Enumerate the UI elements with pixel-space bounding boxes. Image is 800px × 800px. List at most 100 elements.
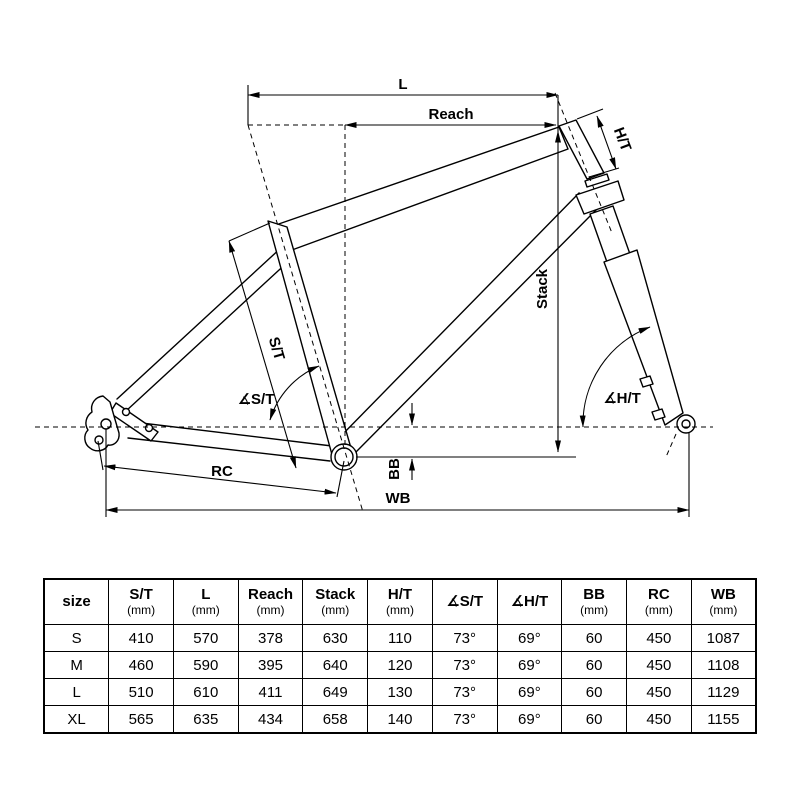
cell: 60 xyxy=(561,651,627,679)
col-header-bb: BB(mm) xyxy=(561,578,627,625)
cell-size: L xyxy=(43,678,110,706)
cell: 450 xyxy=(625,624,692,652)
headset-spacer xyxy=(584,173,610,188)
col-header-wb: WB(mm) xyxy=(690,578,757,625)
col-header-stack: Stack(mm) xyxy=(302,578,369,625)
cell: 565 xyxy=(108,705,174,734)
construction-lines xyxy=(35,92,713,513)
cell-size: XL xyxy=(43,705,110,734)
cell: 460 xyxy=(108,651,174,679)
cell: 1108 xyxy=(690,651,757,679)
label-stack: Stack xyxy=(534,268,551,309)
fork-axis-stub xyxy=(665,433,677,458)
cell: 73° xyxy=(431,624,498,652)
cell: 450 xyxy=(625,705,692,734)
table-row-xl: XL 565 635 434 658 140 73° 69° 60 450 11… xyxy=(43,705,757,734)
cell: 69° xyxy=(496,651,563,679)
cell: 450 xyxy=(625,651,692,679)
cell: 640 xyxy=(302,651,369,679)
table-row-s: S 410 570 378 630 110 73° 69° 60 450 108… xyxy=(43,624,757,652)
cell: 658 xyxy=(302,705,369,734)
label-seat-tube-angle: ∡S/T xyxy=(238,391,275,408)
label-head-tube: H/T xyxy=(610,125,635,154)
col-header-rc: RC(mm) xyxy=(625,578,692,625)
col-header-seat-angle: ∡S/T xyxy=(431,578,498,625)
cell: 630 xyxy=(302,624,369,652)
plate-bolt xyxy=(144,423,154,433)
top-tube xyxy=(269,126,569,255)
steering-axis xyxy=(554,92,613,234)
col-header-head-angle: ∡H/T xyxy=(496,578,563,625)
cell: 73° xyxy=(431,651,498,679)
down-tube xyxy=(336,192,601,453)
geometry-table: size S/T(mm) L(mm) Reach(mm) Stack(mm) H… xyxy=(43,578,757,734)
seat-tube-axis xyxy=(247,124,364,513)
cell: 60 xyxy=(561,624,627,652)
cell: 130 xyxy=(367,678,433,706)
cell: 60 xyxy=(561,678,627,706)
cell: 1129 xyxy=(690,678,757,706)
cell: 510 xyxy=(108,678,174,706)
dimension-labels: L Reach H/T Stack S/T ∡S/T ∡H/T BB RC WB xyxy=(211,76,641,507)
dim-st-extension xyxy=(228,222,271,242)
cell: 378 xyxy=(237,624,304,652)
col-header-size: size xyxy=(43,578,110,625)
dim-ht-extension xyxy=(588,167,620,178)
cell: 1087 xyxy=(690,624,757,652)
table-row-l: L 510 610 411 649 130 73° 69° 60 450 112… xyxy=(43,678,757,706)
label-wheelbase: WB xyxy=(386,490,411,507)
cell: 73° xyxy=(431,705,498,734)
label-rear-center: RC xyxy=(211,463,233,480)
cell: 69° xyxy=(496,678,563,706)
cell: 60 xyxy=(561,705,627,734)
fork-crown xyxy=(575,180,625,215)
cell: 450 xyxy=(625,678,692,706)
dim-rc xyxy=(103,464,337,495)
col-header-l: L(mm) xyxy=(172,578,239,625)
cell: 110 xyxy=(367,624,433,652)
brake-mount-tab xyxy=(651,408,666,421)
dim-ht xyxy=(596,115,617,170)
plate-bolt xyxy=(121,407,131,417)
arc-seat-angle xyxy=(269,365,320,421)
label-bb-drop: BB xyxy=(386,458,403,480)
dim-rc-extension xyxy=(336,460,345,498)
cell: 395 xyxy=(237,651,304,679)
dim-st xyxy=(228,240,297,469)
cell: 635 xyxy=(172,705,239,734)
cell: 1155 xyxy=(690,705,757,734)
cell: 69° xyxy=(496,624,563,652)
cell: 434 xyxy=(237,705,304,734)
cell: 140 xyxy=(367,705,433,734)
cell: 73° xyxy=(431,678,498,706)
dim-rc-extension xyxy=(97,440,104,471)
cell: 610 xyxy=(172,678,239,706)
label-reach: Reach xyxy=(428,106,473,123)
cell: 411 xyxy=(237,678,304,706)
derailleur-hanger-hole xyxy=(94,435,104,445)
seat-stay xyxy=(125,258,292,412)
cell: 410 xyxy=(108,624,174,652)
cell: 120 xyxy=(367,651,433,679)
chain-stay xyxy=(124,420,333,447)
front-axle xyxy=(681,419,691,429)
label-head-tube-angle: ∡H/T xyxy=(603,390,641,407)
cell: 570 xyxy=(172,624,239,652)
dim-ht-extension xyxy=(576,108,604,120)
seat-stay xyxy=(116,245,284,400)
col-header-st: S/T(mm) xyxy=(108,578,174,625)
col-header-ht: H/T(mm) xyxy=(367,578,433,625)
cell: 590 xyxy=(172,651,239,679)
cell-size: M xyxy=(43,651,110,679)
cell-size: S xyxy=(43,624,110,652)
table-row-m: M 460 590 395 640 120 73° 69° 60 450 110… xyxy=(43,651,757,679)
label-seat-tube: S/T xyxy=(265,335,288,362)
arc-head-angle xyxy=(579,326,651,428)
cell: 649 xyxy=(302,678,369,706)
table-header-row: size S/T(mm) L(mm) Reach(mm) Stack(mm) H… xyxy=(43,578,757,625)
geometry-diagram: L Reach H/T Stack S/T ∡S/T ∡H/T BB RC WB xyxy=(35,76,713,517)
dimension-lines xyxy=(97,85,690,517)
cell: 69° xyxy=(496,705,563,734)
label-top-tube-length: L xyxy=(398,76,407,93)
